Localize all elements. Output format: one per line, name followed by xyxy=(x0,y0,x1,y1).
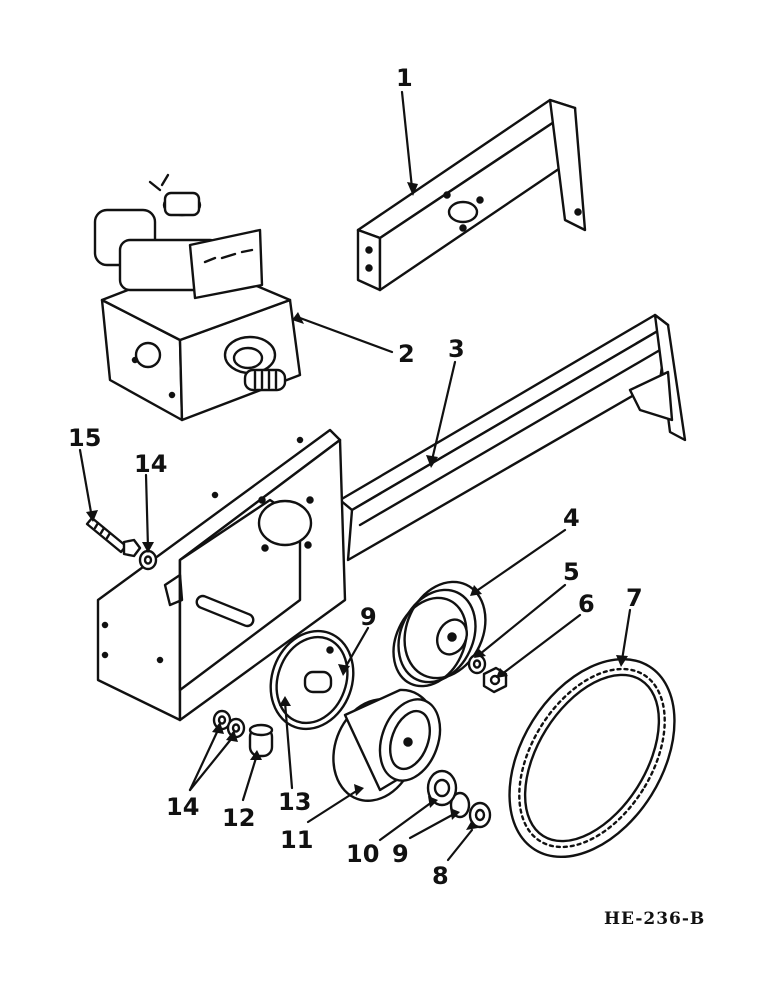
washer-14-lower-a xyxy=(212,709,232,731)
callout-9-lower: 9 xyxy=(392,840,409,868)
snap-ring-9-lower xyxy=(449,791,471,819)
upper-bracket xyxy=(356,98,587,292)
bushing-12 xyxy=(248,723,274,758)
idler-arm xyxy=(269,629,355,731)
callout-6: 6 xyxy=(578,590,595,618)
callout-1: 1 xyxy=(396,64,413,92)
callout-10: 10 xyxy=(346,840,379,868)
callout-9-upper: 9 xyxy=(360,603,377,631)
frame-arm xyxy=(96,313,687,722)
reference-code: HE-236-B xyxy=(604,909,705,929)
drive-belt xyxy=(508,657,676,859)
callout-4: 4 xyxy=(563,504,580,532)
callout-13: 13 xyxy=(278,788,311,816)
bolt-15 xyxy=(85,516,142,558)
washer-14-lower-b xyxy=(226,717,246,739)
callout-2: 2 xyxy=(398,340,415,368)
callout-14-upper: 14 xyxy=(134,450,167,478)
idler-pulley xyxy=(332,688,442,802)
leader-lines xyxy=(78,90,632,862)
callout-12: 12 xyxy=(222,804,255,832)
callout-8: 8 xyxy=(432,862,449,890)
callout-11: 11 xyxy=(280,826,313,854)
washer-5 xyxy=(467,653,487,675)
callout-7: 7 xyxy=(626,584,643,612)
drive-pulley xyxy=(392,580,487,688)
hydraulic-motor xyxy=(93,173,302,422)
callout-15: 15 xyxy=(68,424,101,452)
bearing-10 xyxy=(426,769,458,807)
washer-8 xyxy=(468,801,492,829)
callout-5: 5 xyxy=(563,558,580,586)
callout-14-lower: 14 xyxy=(166,793,199,821)
callout-3: 3 xyxy=(448,335,465,363)
washer-14-bolt xyxy=(138,549,158,571)
